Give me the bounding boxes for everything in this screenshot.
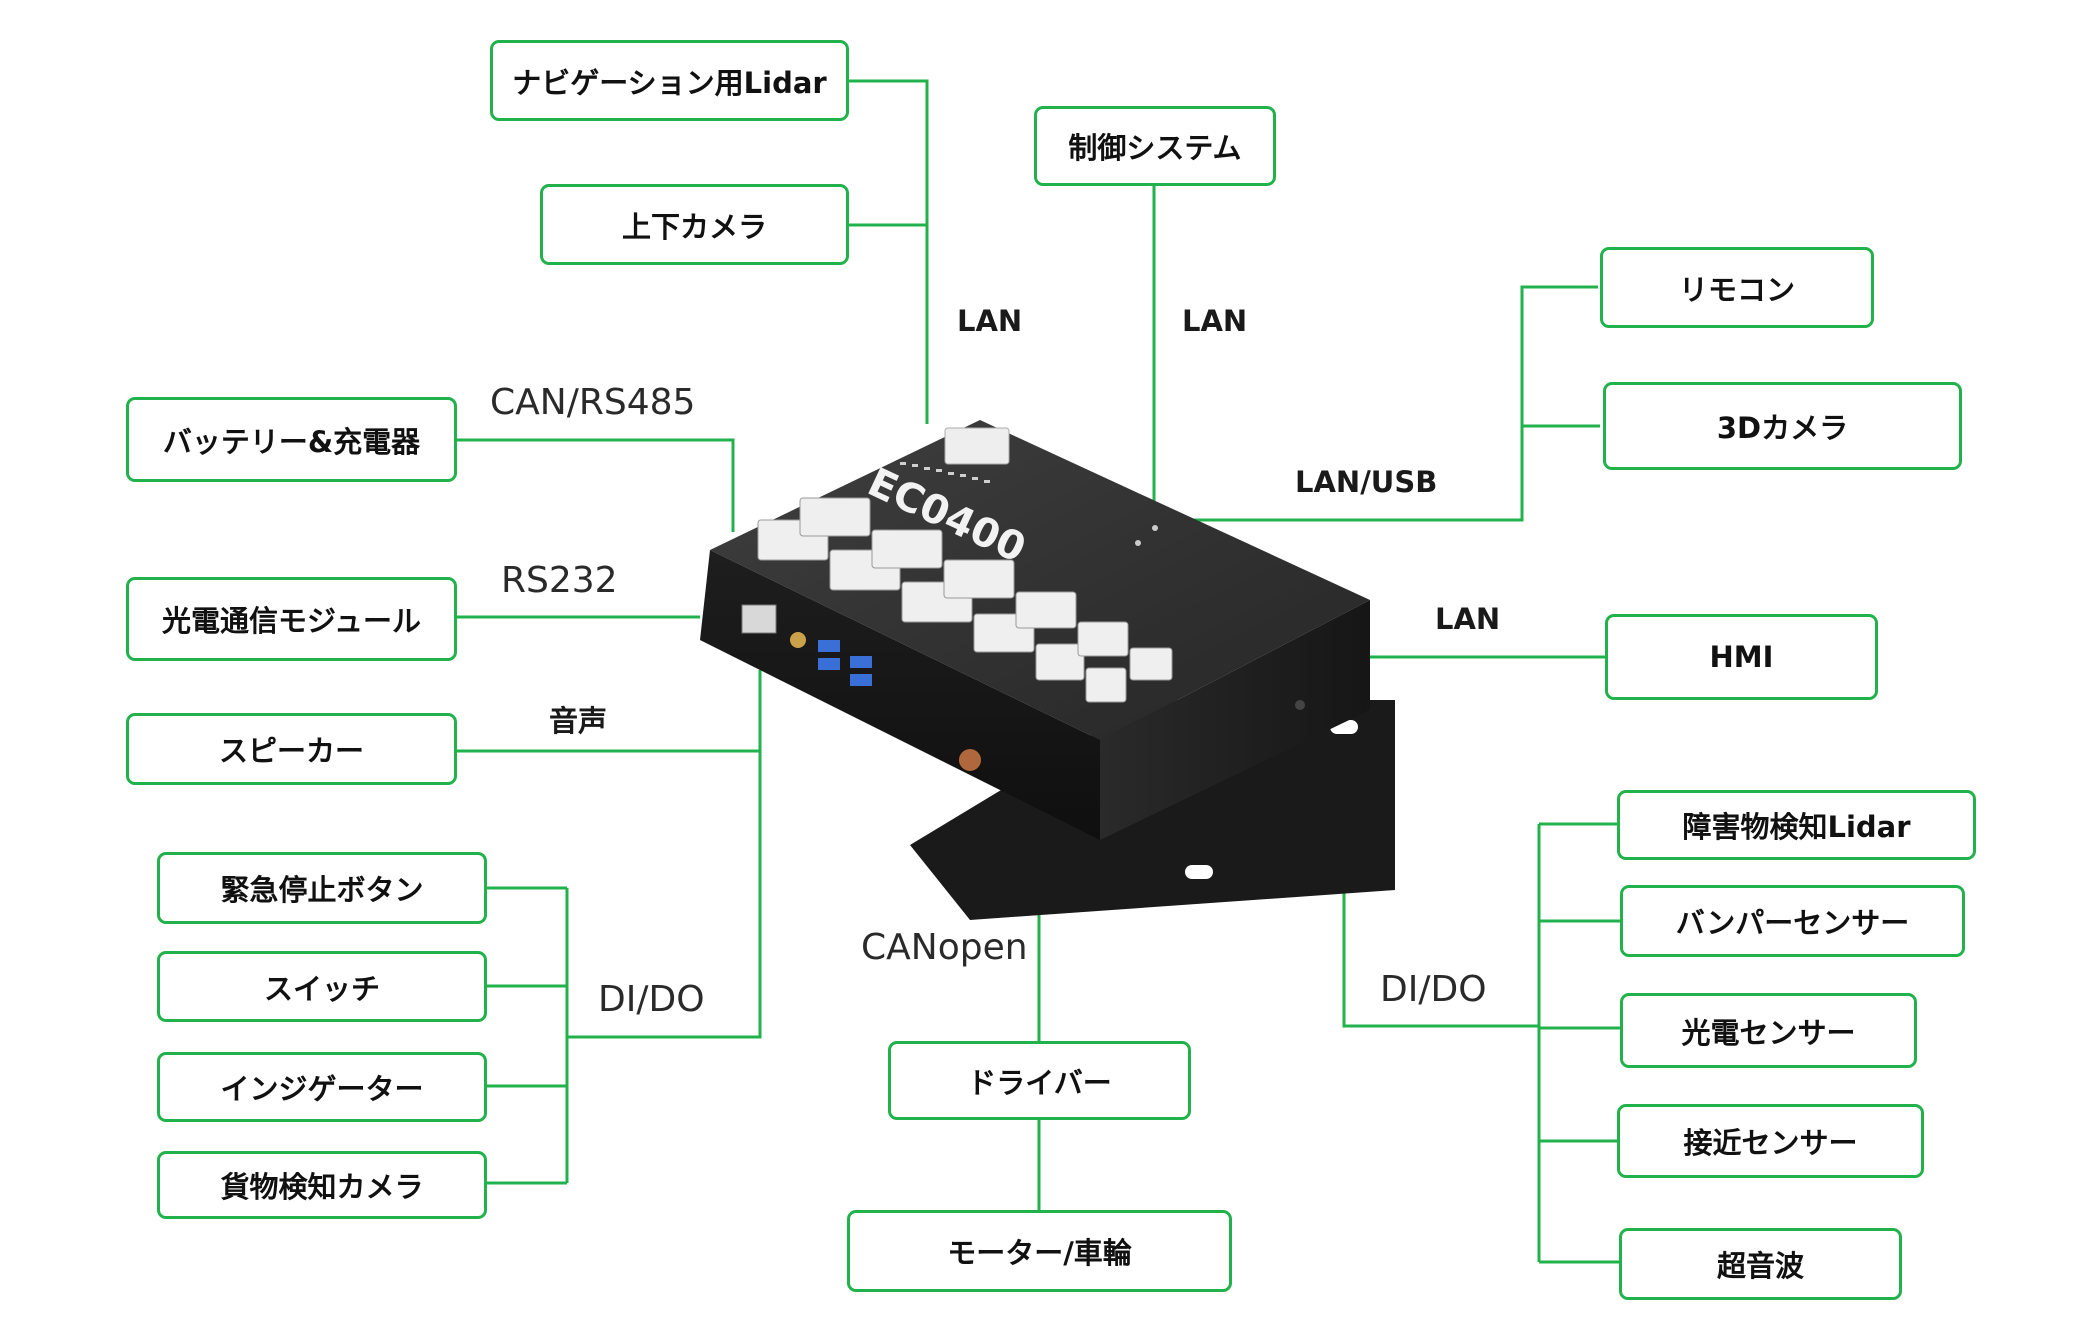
node-ultrasonic-label: 超音波 <box>1716 1249 1804 1283</box>
node-updown-camera-label: 上下カメラ <box>621 209 767 244</box>
node-optical-comm-label: 光電通信モジュール <box>162 604 421 638</box>
wire-nav-lidar <box>849 79 929 424</box>
node-cargo-camera-label: 貨物検知カメラ <box>220 1170 424 1204</box>
wire-lan-usb <box>1188 285 1598 522</box>
label-lan-hmi: LAN <box>1435 602 1501 636</box>
device-top <box>710 420 1370 740</box>
node-obstacle-lidar-label: 障害物検知Lidar <box>1682 810 1911 844</box>
node-motor: モーター/車輪 <box>847 1210 1232 1292</box>
node-3d-camera: 3Dカメラ <box>1603 382 1962 470</box>
label-lan-left: LAN <box>957 304 1023 338</box>
ec0400-device: EC0400 <box>700 420 1395 920</box>
audio-jack <box>790 632 806 648</box>
node-remote-label: リモコン <box>1678 272 1795 307</box>
wire-battery <box>457 438 735 532</box>
label-lan-usb: LAN/USB <box>1295 465 1438 499</box>
node-cargo-camera: 貨物検知カメラ <box>157 1151 487 1219</box>
status-led-1 <box>1152 525 1158 531</box>
node-photo-sensor: 光電センサー <box>1620 993 1917 1068</box>
node-estop: 緊急停止ボタン <box>157 852 487 924</box>
node-hmi-label: HMI <box>1709 640 1774 674</box>
node-obstacle-lidar: 障害物検知Lidar <box>1617 790 1976 860</box>
label-dido-left: DI/DO <box>598 979 705 1020</box>
side-screw <box>1295 700 1305 710</box>
node-speaker-label: スピーカー <box>218 734 364 768</box>
node-indicator: インジゲーター <box>157 1052 487 1122</box>
node-ultrasonic: 超音波 <box>1619 1228 1902 1300</box>
terminal-blocks <box>757 497 1173 703</box>
label-lan-center: LAN <box>1182 304 1248 338</box>
label-canopen: CANopen <box>861 927 1028 968</box>
node-driver-label: ドライバー <box>967 1065 1112 1100</box>
node-battery-label: バッテリー&充電器 <box>162 424 421 459</box>
device-front <box>700 550 1100 840</box>
node-bumper-label: バンパーセンサー <box>1675 906 1910 940</box>
node-indicator-label: インジゲーター <box>220 1072 424 1106</box>
top-connector <box>944 427 1010 465</box>
node-proximity-label: 接近センサー <box>1683 1126 1858 1160</box>
ethernet-port <box>741 604 777 634</box>
label-rs232: RS232 <box>501 560 618 601</box>
node-motor-label: モーター/車輪 <box>947 1236 1132 1270</box>
label-dido-right: DI/DO <box>1380 969 1487 1010</box>
node-switch-label: スイッチ <box>263 971 380 1006</box>
usb-ports <box>818 640 872 686</box>
mount-hole-2 <box>1185 865 1213 879</box>
node-battery: バッテリー&充電器 <box>126 397 457 482</box>
node-optical-comm: 光電通信モジュール <box>126 577 457 661</box>
node-bumper: バンパーセンサー <box>1620 885 1965 957</box>
node-driver: ドライバー <box>888 1041 1191 1120</box>
node-switch: スイッチ <box>157 951 487 1022</box>
antenna-connector <box>959 749 981 771</box>
node-updown-camera: 上下カメラ <box>540 184 849 265</box>
label-can-rs485: CAN/RS485 <box>490 382 696 423</box>
node-control-system-label: 制御システム <box>1068 131 1242 165</box>
node-remote: リモコン <box>1600 247 1874 328</box>
node-speaker: スピーカー <box>126 713 457 785</box>
label-audio: 音声 <box>549 704 608 738</box>
node-estop-label: 緊急停止ボタン <box>220 873 424 907</box>
wire-dido-left <box>567 751 762 1039</box>
status-led-2 <box>1135 540 1141 546</box>
node-nav-lidar-label: ナビゲーション用Lidar <box>512 65 827 100</box>
node-photo-sensor-label: 光電センサー <box>1681 1015 1856 1050</box>
node-nav-lidar: ナビゲーション用Lidar <box>490 40 849 121</box>
device-side <box>1100 600 1370 840</box>
node-proximity: 接近センサー <box>1617 1104 1924 1178</box>
led-row <box>900 462 990 483</box>
node-control-system: 制御システム <box>1034 106 1276 186</box>
node-3d-camera-label: 3Dカメラ <box>1716 411 1849 445</box>
node-hmi: HMI <box>1605 614 1878 700</box>
